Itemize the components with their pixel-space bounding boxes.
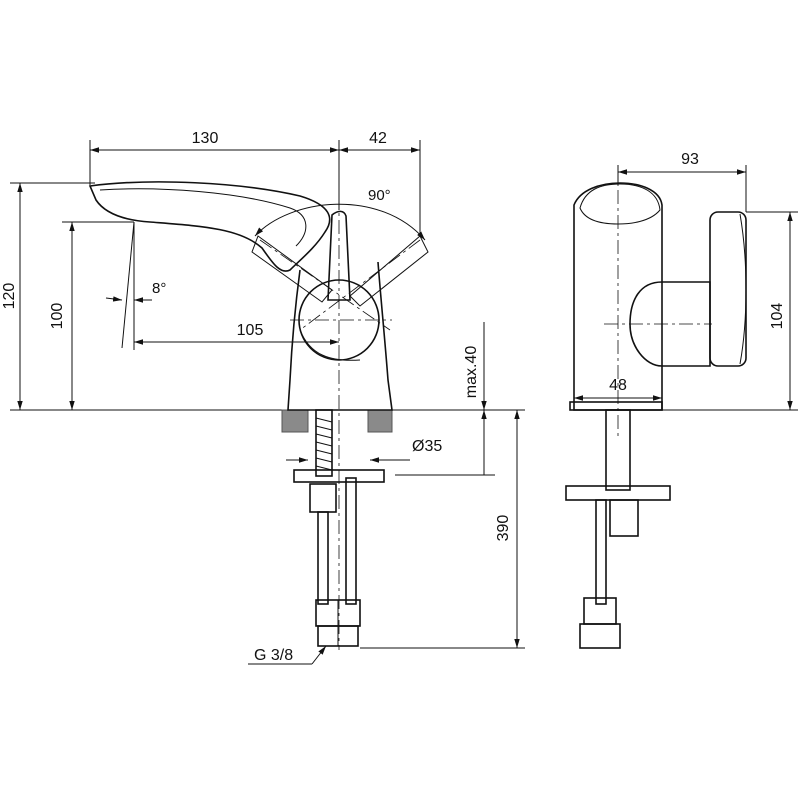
lever-left-position — [251, 235, 333, 303]
lever-axis-left — [259, 239, 391, 331]
spout-inner-line — [99, 188, 307, 247]
mounting-nut — [309, 483, 337, 513]
label-d35: Ø35 — [412, 438, 442, 455]
side-body — [573, 182, 663, 411]
label-42: 42 — [369, 130, 387, 147]
thread-lines — [315, 417, 333, 471]
spout-outline — [88, 181, 331, 272]
label-105: 105 — [237, 322, 264, 339]
label-g38: G 3/8 — [254, 647, 293, 664]
side-mounting-plate — [565, 485, 671, 501]
counter-block-right — [367, 409, 393, 433]
label-120: 120 — [1, 283, 18, 310]
lever-axis-right — [299, 239, 421, 331]
tilt-arrow-left — [105, 296, 123, 302]
side-hose-fitting — [583, 597, 617, 625]
label-390: 390 — [495, 515, 512, 542]
hub-detail — [299, 329, 361, 361]
label-90deg: 90° — [368, 187, 391, 204]
faucet-body — [287, 261, 393, 411]
side-hose — [595, 499, 607, 605]
label-130: 130 — [192, 130, 219, 147]
label-48: 48 — [609, 377, 627, 394]
counter-block-left — [281, 409, 309, 433]
side-shank — [605, 409, 631, 491]
label-93: 93 — [681, 151, 699, 168]
side-cap — [579, 183, 661, 225]
front-view: 130 42 90° 8° 120 100 105 max.40 Ø35 390… — [1, 130, 525, 665]
side-lever-curve — [739, 213, 747, 365]
mounting-plate — [293, 469, 385, 483]
hose-left — [317, 511, 329, 605]
label-104: 104 — [769, 303, 786, 330]
shank-thread — [315, 409, 333, 477]
side-nut — [609, 499, 639, 537]
hose-right — [345, 477, 357, 605]
leader-g38-arrow — [311, 645, 327, 665]
side-base — [569, 401, 663, 411]
side-connector-nut — [579, 623, 621, 649]
label-100: 100 — [49, 303, 66, 330]
label-8deg: 8° — [152, 280, 166, 297]
spout-tilt-line — [121, 221, 135, 349]
angle-arc — [254, 203, 426, 241]
side-lever-handle — [709, 211, 747, 367]
label-max40: max.40 — [463, 346, 480, 399]
side-view: 93 104 48 — [565, 151, 798, 649]
lever-right-position — [349, 235, 429, 307]
lever-center — [327, 210, 351, 301]
